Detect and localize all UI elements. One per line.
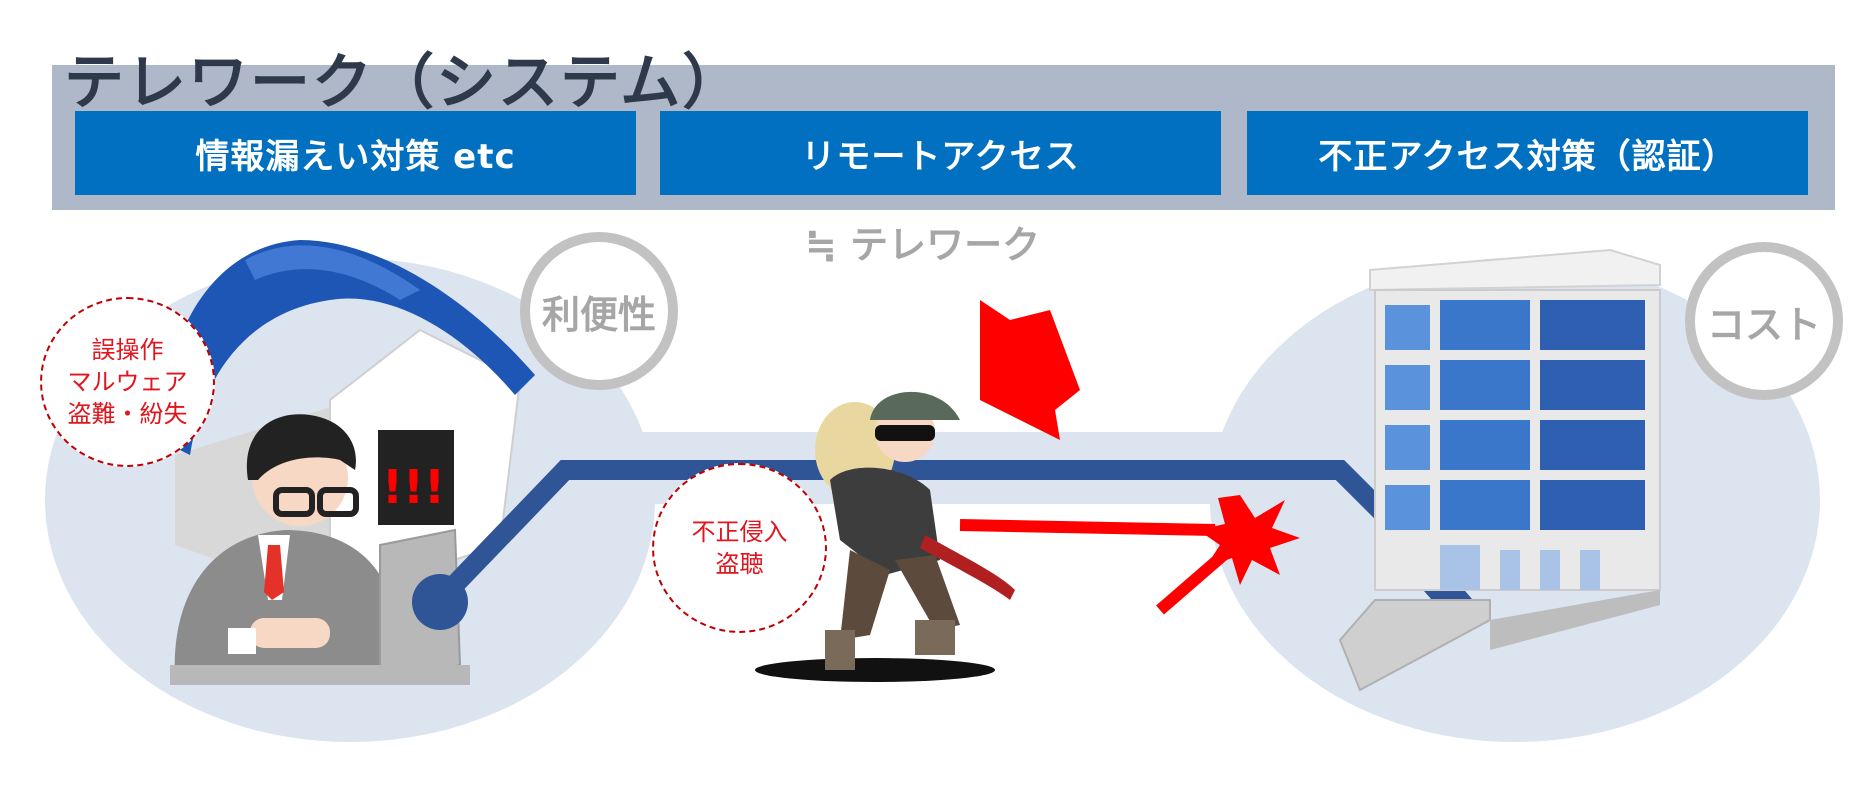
door xyxy=(378,430,454,525)
terminal-node xyxy=(412,574,468,630)
risk-theft-loss: 盗難・紛失 xyxy=(67,400,188,428)
info-leak-box: 情報漏えい対策 etc xyxy=(75,111,636,195)
network-risk-bubble: 不正侵入 盗聴 xyxy=(652,463,827,633)
page-title: テレワーク（システム） xyxy=(64,48,745,118)
cost-label: コスト xyxy=(1706,302,1821,347)
unauthorized-access-box: 不正アクセス対策（認証） xyxy=(1247,111,1808,195)
alert-mark: !!! xyxy=(382,460,445,514)
risk-intrusion: 不正侵入 xyxy=(691,518,788,546)
thief-illustration xyxy=(755,391,1015,682)
home-risk-bubble: 誤操作 マルウェア 盗難・紛失 xyxy=(40,297,215,467)
remote-access-box: リモートアクセス xyxy=(660,111,1221,195)
intrusion-arrow xyxy=(980,300,1080,440)
eavesdrop-beam xyxy=(959,519,1216,536)
cost-ring: コスト xyxy=(1685,242,1843,400)
convenience-ring: 利便性 xyxy=(520,232,678,390)
threats xyxy=(959,300,1300,615)
convenience-label: 利便性 xyxy=(541,292,656,337)
office-building xyxy=(1338,248,1661,692)
telework-subtitle: ≒ テレワーク xyxy=(805,223,1041,267)
worker-illustration xyxy=(170,414,470,685)
risk-malware: マルウェア xyxy=(67,368,188,396)
risk-misoperation: 誤操作 xyxy=(91,336,164,364)
risk-eavesdropping: 盗聴 xyxy=(715,550,764,578)
spark-burst xyxy=(1198,495,1300,585)
